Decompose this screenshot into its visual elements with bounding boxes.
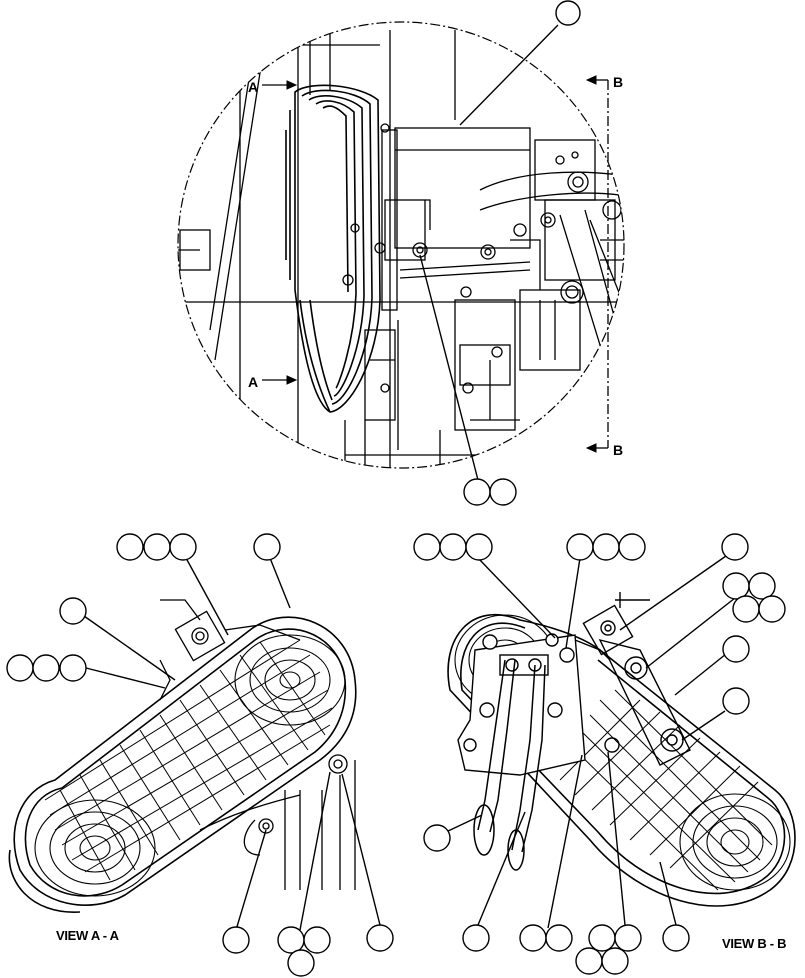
callout-balloon (303, 926, 331, 954)
callout-balloon (758, 595, 786, 623)
section-a-bottom-label: A (248, 374, 258, 390)
callout-balloon (465, 533, 493, 561)
support-arm (574, 592, 691, 766)
hub-bolts (342, 123, 428, 393)
callout-balloon (439, 533, 467, 561)
callout-balloon (413, 533, 441, 561)
callout-balloon (366, 924, 394, 952)
callouts-view-b (413, 533, 786, 975)
callout-balloon (722, 572, 750, 600)
callout-balloon (732, 595, 760, 623)
callout-balloon (423, 824, 451, 852)
fan-grille-right (559, 689, 773, 891)
hydraulic-hoses (473, 659, 546, 871)
callout-balloon (722, 635, 750, 663)
callout-balloon (575, 947, 603, 975)
fan-grille-left (44, 639, 333, 881)
callout-balloon (116, 533, 144, 561)
callout-balloon (614, 924, 642, 952)
callout-balloon (721, 533, 749, 561)
callouts-view-a (6, 533, 394, 977)
callout-balloon (463, 478, 491, 506)
view-a-caption: VIEW A - A (56, 928, 119, 943)
callout-balloon (143, 533, 171, 561)
callout-balloon (6, 654, 34, 682)
callout-balloon (59, 597, 87, 625)
hydraulic-block (460, 139, 624, 394)
callout-balloon (601, 947, 629, 975)
callout-balloon (462, 924, 490, 952)
callout-balloon (722, 687, 750, 715)
section-b-marks (585, 75, 609, 453)
callout-balloon (489, 478, 517, 506)
callout-balloon (748, 572, 776, 600)
section-a-marks (262, 80, 298, 385)
callout-balloon (545, 924, 573, 952)
section-b-top-label: B (613, 74, 623, 90)
section-a-top-label: A (248, 79, 258, 95)
mount-bracket-left (160, 599, 301, 662)
grille-rings-left (34, 634, 346, 897)
detail-circle-outline (177, 21, 625, 469)
callout-balloon (169, 533, 197, 561)
fan-guard (285, 84, 381, 413)
view-b-caption: VIEW B - B (722, 936, 787, 951)
callout-balloon (59, 654, 87, 682)
callouts-top (419, 0, 581, 506)
view-b-drawing (447, 592, 796, 907)
callout-balloon (287, 949, 315, 977)
callout-balloon (32, 654, 60, 682)
detail-circle-view: A A B B (177, 0, 625, 506)
motor-plate (457, 633, 586, 776)
callout-balloon (592, 533, 620, 561)
callout-balloon (555, 0, 581, 26)
fan-shroud-right (447, 614, 796, 907)
callout-balloon (588, 924, 616, 952)
callout-balloon (277, 926, 305, 954)
view-a-drawing (8, 599, 357, 913)
callout-balloon (253, 533, 281, 561)
callout-balloon (519, 924, 547, 952)
callout-balloon (566, 533, 594, 561)
callout-balloon (662, 924, 690, 952)
callout-balloon (618, 533, 646, 561)
callout-balloon (222, 926, 250, 954)
housing (364, 127, 621, 450)
section-b-bottom-label: B (613, 442, 623, 458)
